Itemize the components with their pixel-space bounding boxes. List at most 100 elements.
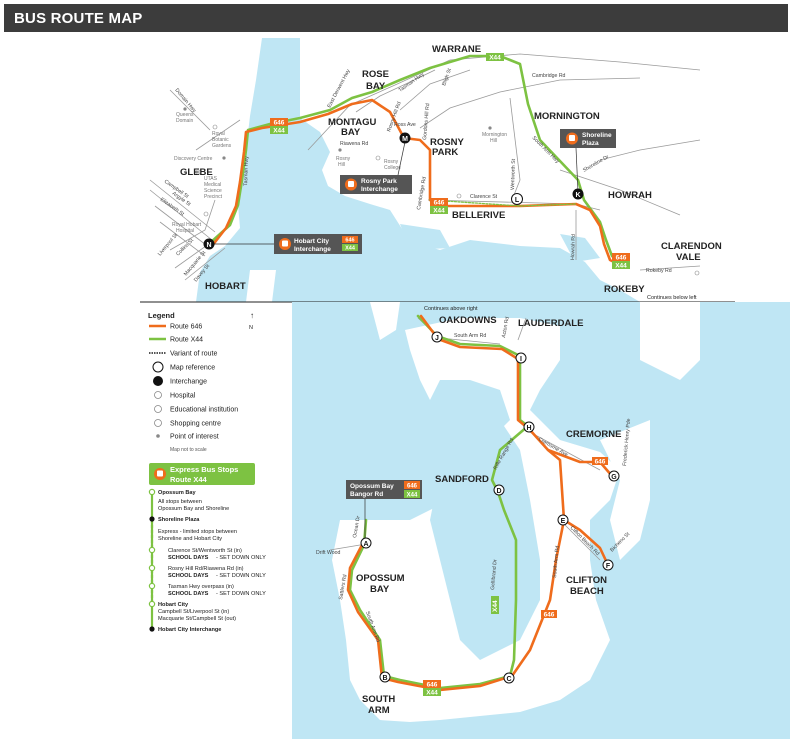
top-stops: N M L K: [203, 132, 584, 250]
street-bligh-st: Bligh St: [441, 67, 453, 86]
top-map-routes: [208, 54, 624, 268]
badge-x44-a: X44: [273, 128, 285, 135]
legend-poi: Point of interest: [170, 434, 219, 441]
street-sattlers-rd: Sattlers Rd: [338, 574, 348, 600]
route-646-cremorne-branch: [546, 448, 614, 478]
street-clarence-st: Clarence St: [470, 194, 498, 200]
legend-shopping: Shopping centre: [170, 421, 221, 428]
express-setdown-2: - SET DOWN ONLY: [216, 573, 266, 579]
bottom-route-badges: 646 X44 646 646 X44: [423, 457, 608, 697]
badge-646-southarm: 646: [544, 612, 555, 619]
express-campbell: Campbell St/Liverpool St (in): [158, 609, 229, 615]
area-opossum-bay: BAY: [370, 584, 390, 595]
stop-n: N: [206, 242, 211, 249]
poi-queens: Queens: [176, 112, 194, 118]
route-646-top: [210, 98, 624, 268]
express-all-stops: All stops between: [158, 499, 202, 505]
top-map-geography: [150, 38, 790, 302]
area-clifton: CLIFTON: [566, 575, 607, 586]
top-pois: Queens Domain Royal Botanic Gardens Disc…: [172, 107, 700, 276]
area-sandford: SANDFORD: [435, 474, 489, 485]
north-arrow-icon: ↑: [250, 311, 254, 320]
top-interchanges: Shoreline Plaza Rosny Park Interchange H…: [214, 129, 616, 254]
badge-x44-opossum: X44: [407, 493, 418, 499]
badge-646-d: 646: [616, 255, 627, 262]
badge-x44-hobart: X44: [345, 246, 356, 252]
area-south: SOUTH: [362, 694, 395, 705]
badge-x44-d: X44: [615, 263, 627, 270]
area-arm: ARM: [368, 705, 390, 716]
street-howrah-rd: Howrah Rd: [570, 234, 577, 260]
street-cambridge-rd: Cambridge Rd: [532, 73, 566, 79]
top-map-roads: [149, 53, 701, 281]
poi-botanic: Botanic: [212, 137, 229, 143]
area-oakdowns: OAKDOWNS: [439, 315, 497, 326]
street-frederick-henry-pde: Frederick Henry Pde: [622, 418, 632, 466]
area-hobart: HOBART: [205, 281, 246, 292]
area-cremorne: CREMORNE: [566, 429, 621, 440]
street-riawena-rd: Riawena Rd: [340, 141, 368, 147]
street-cambridge-rd-v: Cambridge Rd: [416, 176, 428, 210]
express-hobart-interchange: Hobart City Interchange: [158, 627, 221, 633]
route-646-bottom: [346, 314, 566, 692]
stop-f: F: [606, 563, 611, 570]
legend-not-to-scale: Map not to scale: [170, 447, 207, 453]
express-header: Express Bus Stops: [170, 465, 238, 474]
badge-646-southarm-low: 646: [427, 682, 438, 689]
stop-a: A: [363, 541, 368, 548]
shopping-icon: [154, 419, 162, 427]
express-limited: Express - limited stops between: [158, 529, 237, 535]
express-shoreline: Shoreline Plaza: [158, 517, 200, 523]
area-howrah: HOWRAH: [608, 190, 652, 201]
area-montagu-bay: BAY: [341, 127, 361, 138]
poi-precinct: Precinct: [204, 194, 223, 200]
legend-route-x44: Route X44: [170, 337, 203, 344]
interchange-hobart-1: Hobart City: [294, 238, 329, 245]
street-drift-wood: Drift Wood: [316, 550, 341, 556]
badge-646-hobart: 646: [345, 238, 354, 244]
bottom-map-geography: [292, 302, 790, 739]
street-south-arm-rd-top: South Arm Rd: [454, 333, 486, 339]
badge-x44-b: X44: [489, 55, 501, 62]
stop-m: M: [402, 136, 408, 143]
stop-l: L: [515, 197, 520, 204]
hospital-icon: [154, 391, 162, 399]
express-stops-panel: Express Bus Stops Route X44 Opossum Bay …: [148, 463, 266, 633]
poi-royal-hobart: Royal Hobart: [172, 222, 202, 228]
poi-rosny-college-2: College: [384, 165, 401, 171]
street-south-arm-rd-mid: South Arm Rd: [552, 545, 561, 578]
area-glebe: GLEBE: [180, 167, 213, 178]
area-clifton-beach: BEACH: [570, 586, 604, 597]
stop-e: E: [561, 518, 566, 525]
express-clarence: Clarence St/Wentworth St (in): [168, 548, 242, 554]
stop-j: J: [435, 335, 439, 342]
stop-b: B: [382, 675, 387, 682]
area-bellerive: BELLERIVE: [452, 210, 505, 221]
street-gellibrand-dr: Gellibrand Dr: [490, 559, 499, 590]
poi-utas: UTAS: [204, 176, 218, 182]
legend-education: Educational institution: [170, 407, 238, 414]
route-x44-top: [208, 54, 622, 266]
poi-rosny-college-1: Rosny: [384, 159, 399, 165]
street-ocean-dr: Ocean Dr: [352, 515, 362, 538]
legend-interchange: Interchange: [170, 379, 207, 386]
area-park: PARK: [432, 147, 458, 158]
express-header-2: Route X44: [170, 475, 208, 484]
variant-route: [429, 199, 577, 207]
area-rose: ROSE: [362, 69, 389, 80]
poi-icon: [156, 434, 160, 438]
street-rokeby-rd: Rokeby Rd: [646, 268, 672, 274]
stop-k: K: [575, 192, 580, 199]
interchange-shoreline-1: Shoreline: [582, 132, 612, 139]
area-opossum: OPOSSUM: [356, 573, 405, 584]
express-opossum-bay: Opossum Bay: [158, 490, 197, 496]
street-ross-ave: Ross Ave: [394, 122, 416, 128]
express-school-2: SCHOOL DAYS: [168, 573, 209, 579]
legend-title: Legend: [148, 311, 175, 320]
top-area-labels: WARRANE ROSE BAY MONTAGU BAY ROSNY PARK …: [180, 44, 722, 295]
badge-646-opossum: 646: [407, 484, 418, 490]
street-acton-rd: Acton Rd: [501, 316, 511, 338]
top-route-badges: 646 X44 X44 646 X44 646 X44: [270, 53, 630, 270]
express-all-stops-2: Opossum Bay and Shoreline: [158, 506, 229, 512]
